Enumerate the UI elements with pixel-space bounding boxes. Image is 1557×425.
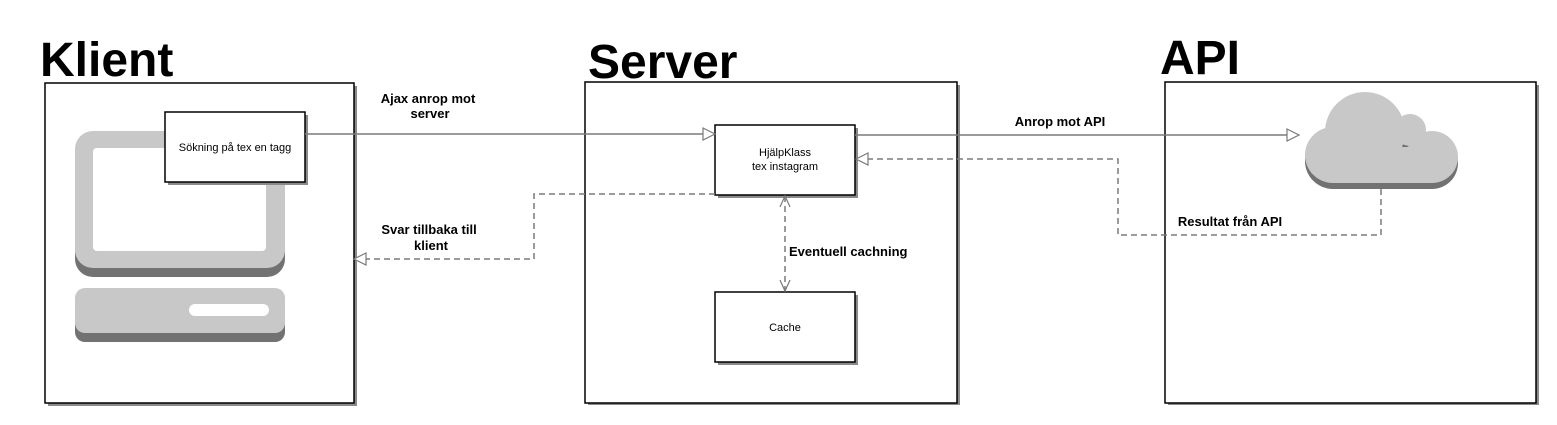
caching-label: Eventuell cachning [789, 244, 908, 259]
api-title: API [1160, 32, 1240, 85]
client-title: Klient [40, 34, 173, 87]
caching-arrow [779, 194, 791, 293]
search-box: Sökning på tex en tagg [164, 111, 308, 185]
cache-box: Cache [714, 291, 858, 365]
cloud-icon [1305, 92, 1458, 189]
helper-class-label-line2: tex instagram [752, 161, 818, 173]
search-box-label: Sökning på tex en tagg [179, 142, 292, 154]
api-result-label: Resultat från API [1178, 214, 1282, 229]
ajax-call-label-line1: Ajax anrop mot [381, 91, 476, 106]
response-label-line1: Svar tillbaka till [381, 222, 476, 237]
response-label-line2: klient [414, 238, 449, 253]
api-call-label: Anrop mot API [1015, 114, 1106, 129]
helper-class-label-line1: HjälpKlass [759, 147, 811, 159]
ajax-call-arrow [305, 127, 717, 141]
server-title: Server [588, 36, 737, 89]
response-arrow [352, 193, 715, 266]
ajax-call-label-line2: server [410, 106, 449, 121]
api-result-arrow [854, 152, 1382, 236]
api-call-arrow [855, 128, 1301, 142]
helper-class-box: HjälpKlass tex instagram [714, 124, 858, 198]
cache-label: Cache [769, 322, 801, 334]
